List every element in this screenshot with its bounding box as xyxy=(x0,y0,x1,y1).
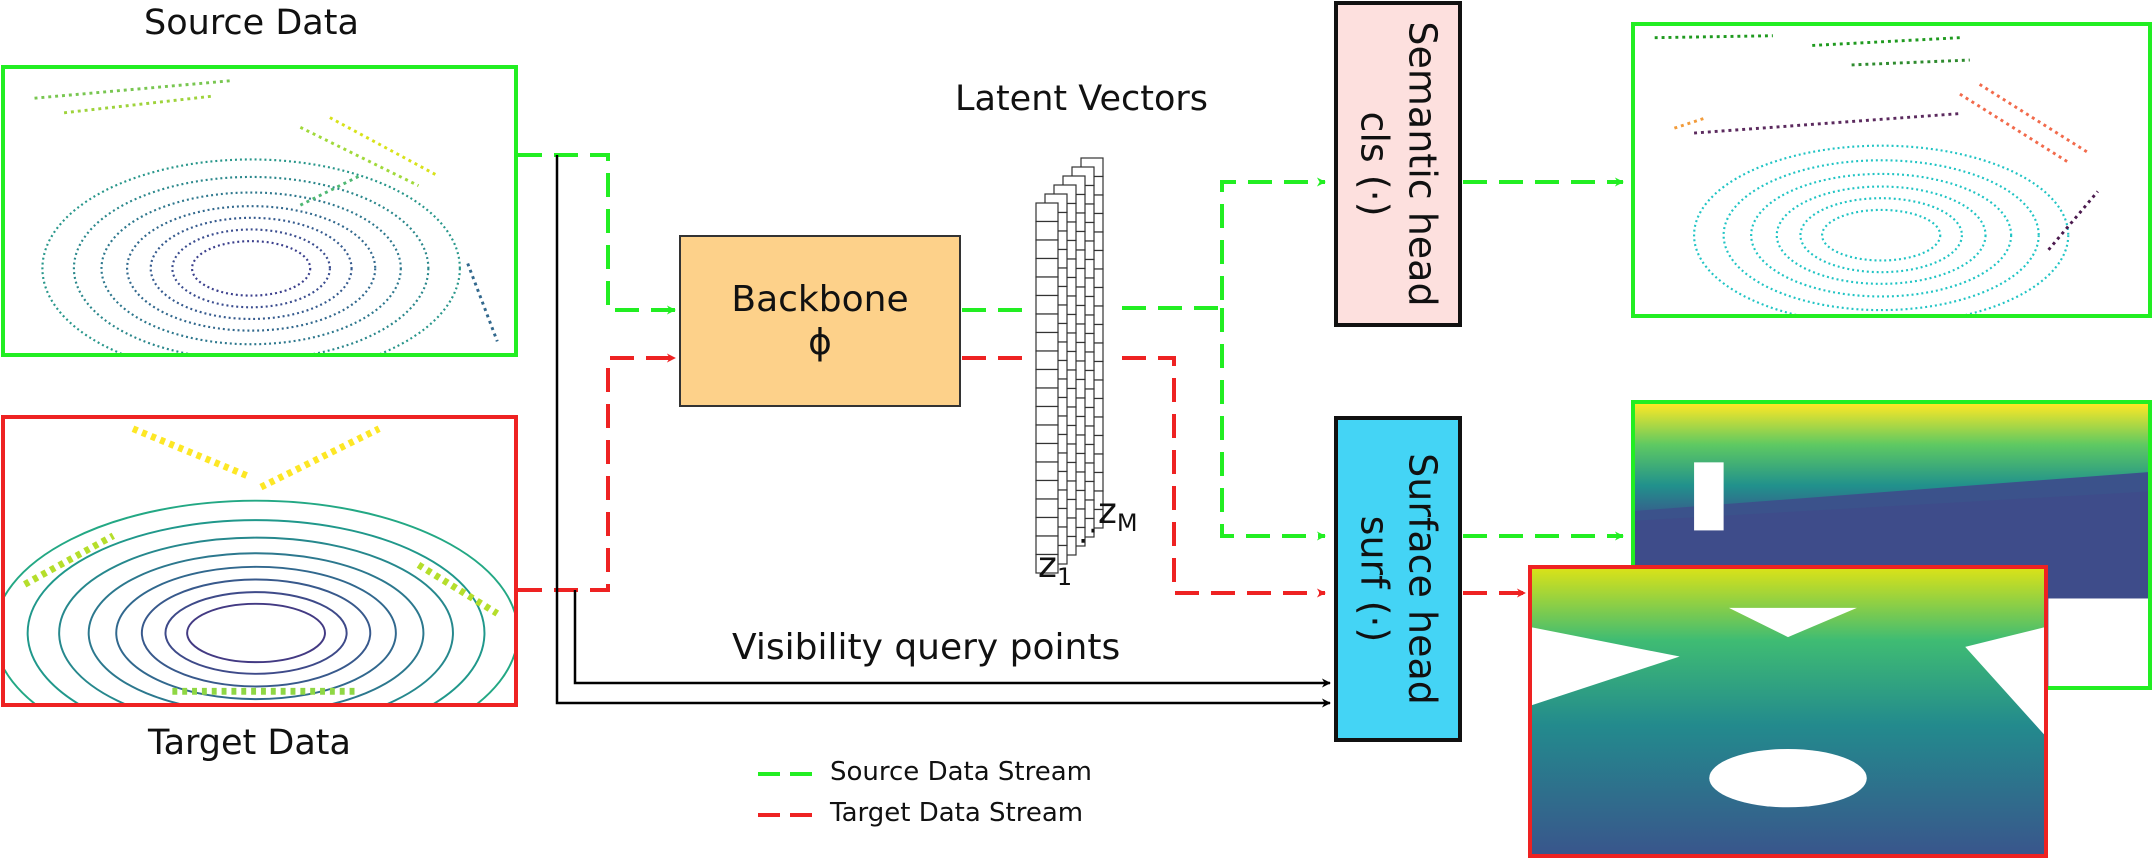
target-point-cloud-image xyxy=(1,415,518,707)
source-to-backbone-arrow xyxy=(518,153,676,315)
backbone-box: Backbone ϕ xyxy=(679,235,961,407)
surface-head-box: Surface head surf (·) xyxy=(1334,416,1462,742)
legend-target-label: Target Data Stream xyxy=(830,798,1084,828)
latent-z-first-label: z1 xyxy=(1038,545,1073,592)
latent-cell xyxy=(1035,220,1059,241)
latent-cell xyxy=(1035,257,1059,278)
latent-cell xyxy=(1035,202,1059,223)
latent-cell xyxy=(1035,442,1059,463)
source-point-cloud-image xyxy=(1,65,518,357)
query-points-source-arrow xyxy=(555,155,1331,708)
target-to-backbone-arrow xyxy=(518,353,676,592)
latent-ellipsis: ⋰ xyxy=(1078,513,1108,548)
legend-source-label: Source Data Stream xyxy=(830,757,1092,787)
surface-head-function: surf (·) xyxy=(1353,515,1397,643)
surface-reconstruction-icon xyxy=(1532,569,2044,854)
target-surface-output-image xyxy=(1528,565,2048,858)
visibility-query-points-label: Visibility query points xyxy=(732,627,1121,668)
lidar-point-cloud-icon xyxy=(34,79,499,353)
latent-cell xyxy=(1035,405,1059,426)
latent-cell xyxy=(1035,387,1059,408)
latent-cell xyxy=(1035,239,1059,260)
latent-cell xyxy=(1035,313,1059,334)
semantic-output-image xyxy=(1631,22,2152,318)
latent-cell xyxy=(1035,294,1059,315)
backbone-symbol: ϕ xyxy=(808,322,832,363)
latent-cell xyxy=(1035,424,1059,445)
latent-cell xyxy=(1035,276,1059,297)
query-points-target-arrow xyxy=(573,590,1331,688)
latent-cell xyxy=(1035,498,1059,519)
backbone-title: Backbone xyxy=(731,278,909,320)
latent-cell xyxy=(1035,461,1059,482)
semantic-head-box: Semantic head cls (·) xyxy=(1334,1,1462,327)
latent-to-surface-head-target-arrow xyxy=(1122,356,1326,598)
semantic-head-title: Semantic head xyxy=(1400,21,1445,307)
latent-cell xyxy=(1035,553,1059,574)
segmented-point-cloud-icon xyxy=(1654,34,2099,314)
latent-cell xyxy=(1035,350,1059,371)
target-data-title: Target Data xyxy=(148,723,351,763)
latent-vector-stack xyxy=(1035,157,1104,574)
latent-vectors-title: Latent Vectors xyxy=(955,79,1208,119)
surface-head-title: Surface head xyxy=(1400,453,1445,705)
semantic-head-function: cls (·) xyxy=(1353,111,1397,217)
latent-z-last-label: zM xyxy=(1098,491,1138,538)
latent-cell xyxy=(1035,516,1059,537)
lidar-point-cloud-icon xyxy=(5,425,514,703)
latent-cell xyxy=(1035,368,1059,389)
latent-cell xyxy=(1035,479,1059,500)
latent-cell xyxy=(1035,331,1059,352)
latent-to-semantic-head-arrow xyxy=(1122,177,1326,310)
source-data-title: Source Data xyxy=(144,3,359,43)
latent-to-surface-head-source-arrow xyxy=(1220,308,1326,541)
